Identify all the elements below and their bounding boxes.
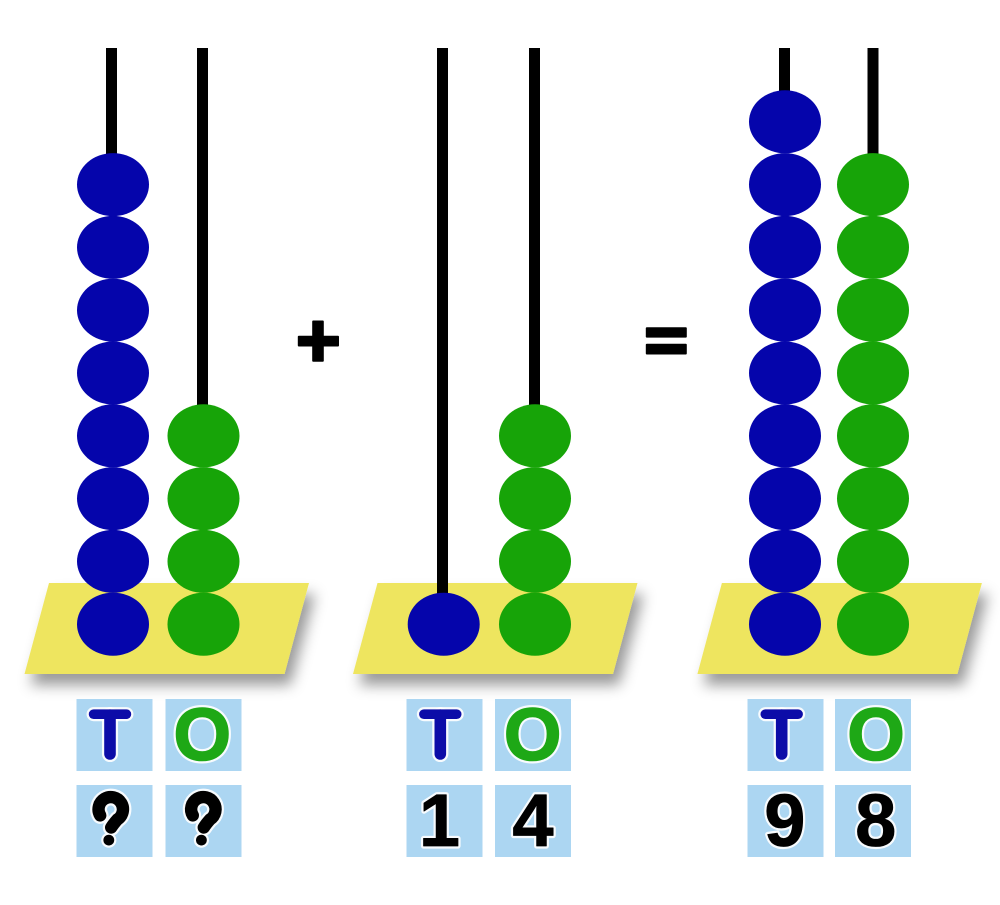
svg-text:9: 9: [764, 779, 805, 862]
svg-text:O: O: [504, 693, 562, 776]
svg-text:4: 4: [512, 779, 553, 862]
svg-text:9: 9: [764, 779, 805, 862]
svg-text:4: 4: [512, 779, 553, 862]
svg-text:8: 8: [855, 779, 896, 862]
svg-text:1: 1: [419, 779, 460, 862]
svg-text:O: O: [847, 693, 905, 776]
svg-text:8: 8: [855, 779, 896, 862]
svg-text:O: O: [174, 693, 232, 776]
svg-text:1: 1: [419, 779, 460, 862]
svg-text:O: O: [174, 693, 232, 776]
svg-text:O: O: [847, 693, 905, 776]
svg-text:O: O: [504, 693, 562, 776]
